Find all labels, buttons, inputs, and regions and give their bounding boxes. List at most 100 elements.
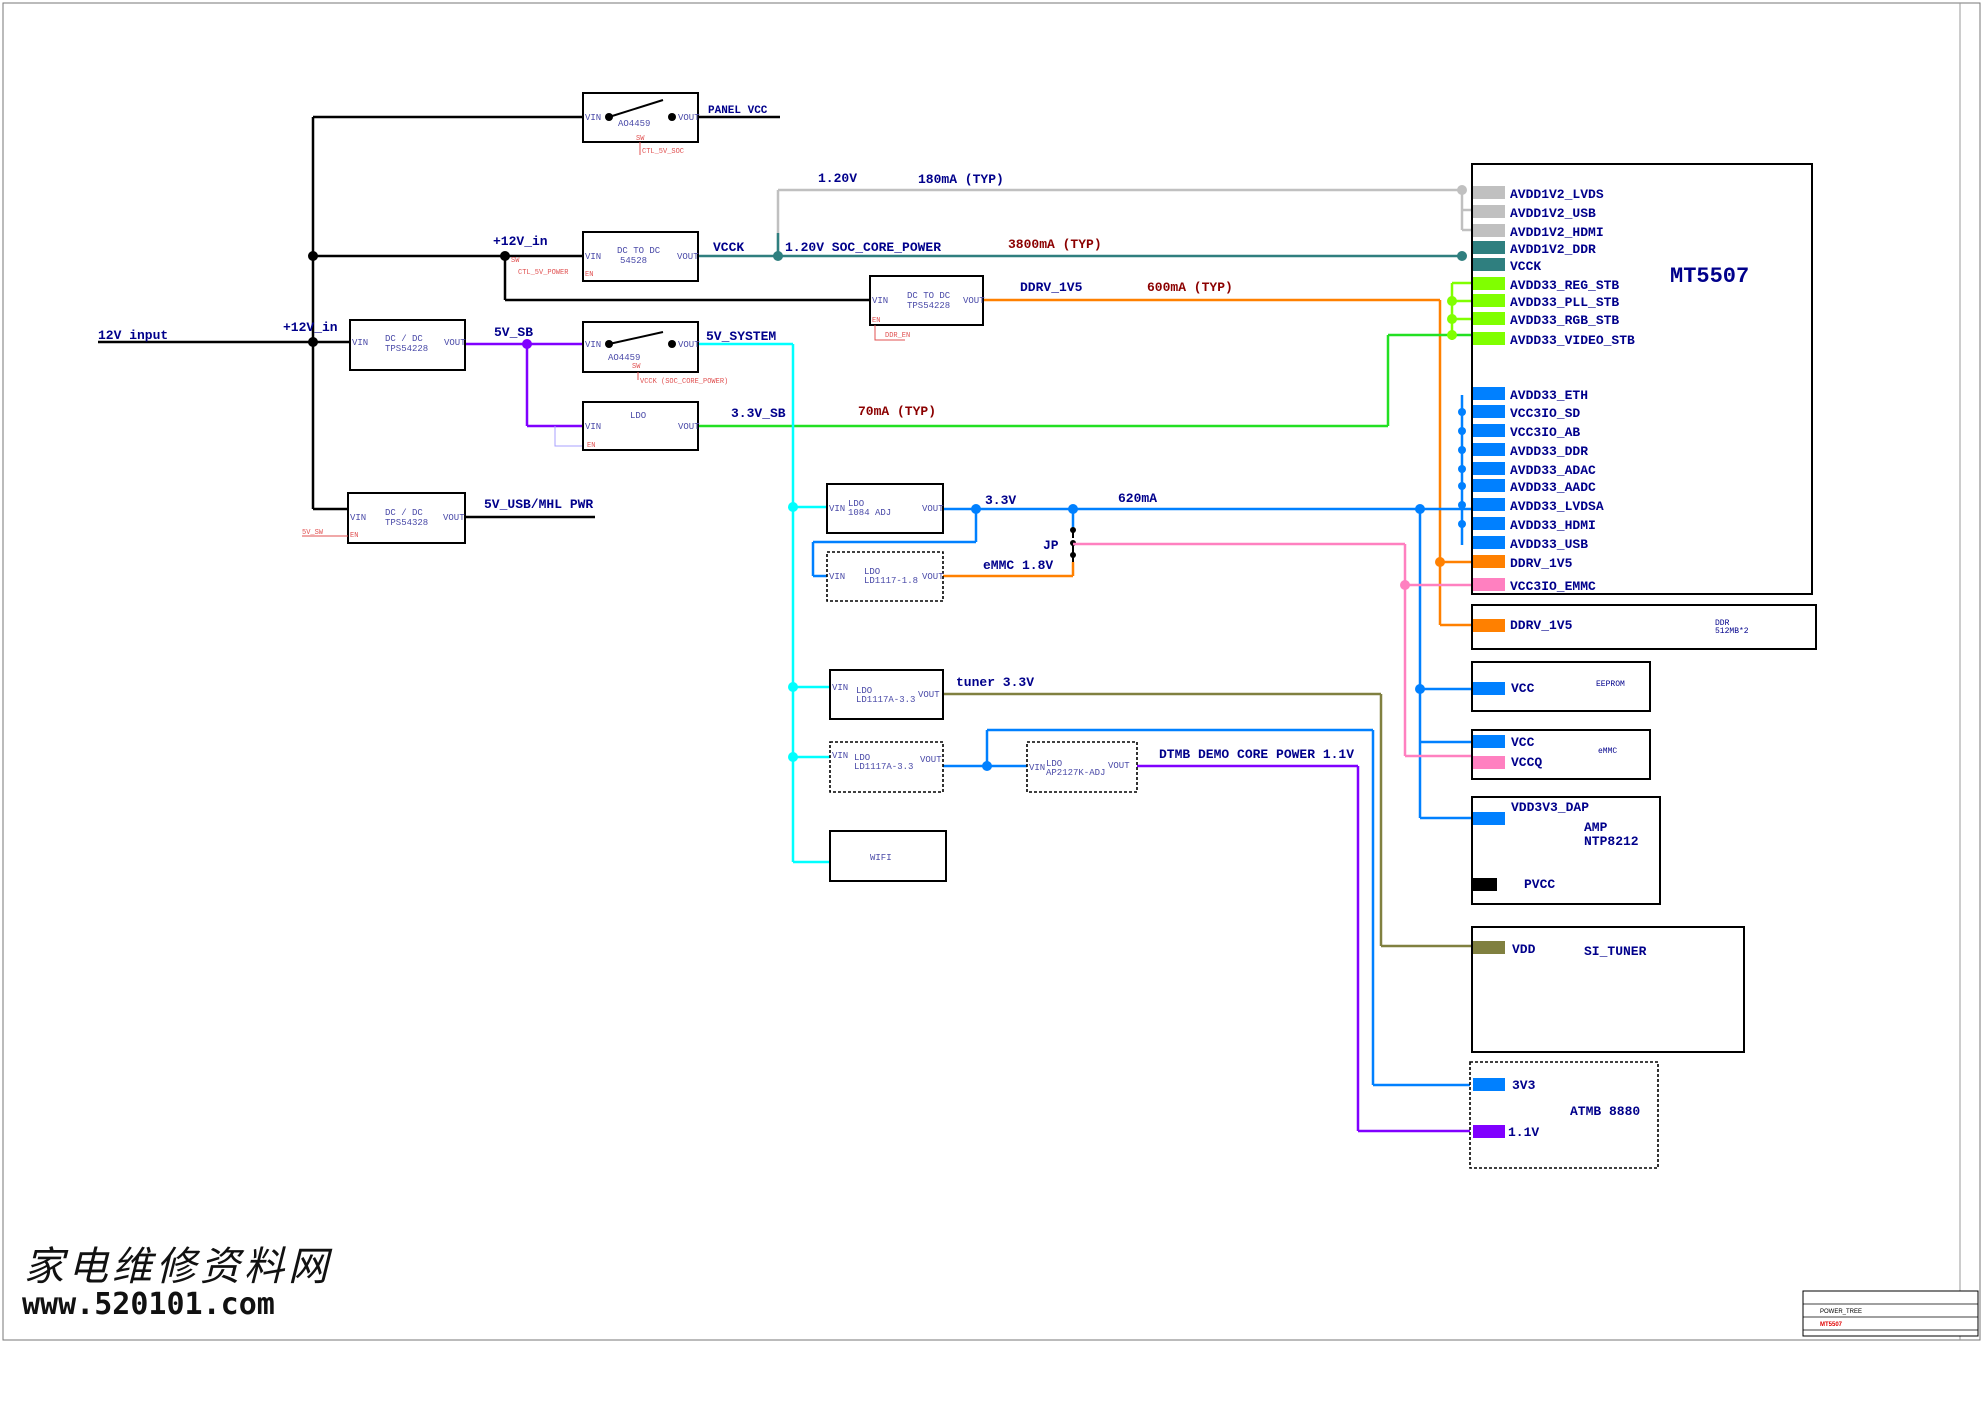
ctl-label: VCCK (SOC_CORE_POWER): [640, 378, 728, 386]
soc-pin-label: VCCK: [1510, 259, 1541, 274]
jp-label: JP: [1043, 538, 1059, 553]
box-title: LDO: [848, 499, 864, 509]
ddr-load: DDRV_1V5 DDR 512MB*2: [1471, 604, 1817, 650]
vin-pin: VIN: [352, 338, 368, 348]
ldo-3v3-sb: VIN VOUT LDO EN: [582, 401, 700, 451]
soc-pin-label: DDRV_1V5: [1510, 556, 1573, 571]
soc-pin-label: AVDD33_LVDSA: [1510, 499, 1604, 514]
vin-pin: VIN: [1029, 763, 1045, 773]
1v2-current: 180mA (TYP): [918, 172, 1004, 187]
en-pin: SW: [632, 363, 641, 371]
soc-pin-marker: [1473, 443, 1505, 456]
switch-5v-system: VIN VOUT AO4459 SW VCCK (SOC_CORE_POWER): [582, 321, 728, 386]
emmc-vccq-pin: VCCQ: [1511, 755, 1542, 770]
vout-pin: VOUT: [444, 338, 466, 348]
vout-pin: VOUT: [922, 504, 944, 514]
ddr-pin: DDRV_1V5: [1510, 618, 1573, 633]
emmc-vcc-pin: VCC: [1511, 735, 1535, 750]
vout-pin: VOUT: [922, 572, 944, 582]
5v-system-label: 5V_SYSTEM: [706, 329, 776, 344]
input-label: 12V input: [98, 328, 168, 343]
en-pin: EN: [585, 271, 593, 279]
wires-3v3sb: [698, 333, 1472, 428]
soc-pin-label: VCC3IO_AB: [1510, 425, 1580, 440]
sw-pin: SW: [511, 257, 520, 265]
dcdc-usb: VIN VOUT DC / DC TPS54328 EN 5V_SW: [302, 492, 466, 544]
ddr-label: DDRV_1V5: [1020, 280, 1083, 295]
atmb-load: 3V3 1.1V ATMB 8880: [1469, 1061, 1659, 1169]
amp-load: VDD3V3_DAP PVCC AMP NTP8212: [1471, 796, 1661, 905]
tuner-load: VDD SI_TUNER: [1471, 926, 1745, 1053]
vin-pin: VIN: [350, 513, 366, 523]
dcdc-core: VIN VOUT DC TO DC 54528 EN SW CTL_5V_POW…: [511, 231, 699, 282]
3v3-label: 3.3V: [985, 493, 1016, 508]
soc-pin-marker: [1473, 517, 1505, 530]
vout-pin: VOUT: [1108, 761, 1130, 771]
wires-12v: [98, 115, 870, 519]
1v2-label: 1.20V: [818, 171, 857, 186]
vout-pin: VOUT: [963, 296, 985, 306]
soc-pin-label: AVDD33_RGB_STB: [1510, 313, 1619, 328]
box-title: LDO: [1046, 759, 1062, 769]
dcdc-ddr: VIN VOUT DC TO DC TPS54228 EN DDR_EN: [869, 275, 985, 341]
atmb-3v3-pin: 3V3: [1512, 1078, 1536, 1093]
watermark: 家电维修资料网 www.520101.com: [22, 1244, 329, 1322]
soc-pin-marker: [1473, 258, 1505, 271]
sheet-border: [2, 2, 1981, 1341]
wires-emmc-io: [1073, 542, 1472, 758]
soc-pin-marker: [1473, 536, 1505, 549]
part-number: TPS54328: [385, 518, 428, 528]
amp-part: NTP8212: [1584, 834, 1639, 849]
soc-pin-marker: [1473, 205, 1505, 218]
wires-tuner: [943, 692, 1472, 948]
emmc-1v8-label: eMMC 1.8V: [983, 558, 1053, 573]
ldo-ap2127: VIN VOUT LDO AP2127K-ADJ: [1026, 741, 1138, 793]
part-number: 1084 ADJ: [848, 508, 891, 518]
part-number: LD1117A-3.3: [856, 695, 915, 705]
demo-core-label: DTMB DEMO CORE POWER 1.1V: [1159, 747, 1354, 762]
5v-usb-label: 5V_USB/MHL PWR: [484, 497, 593, 512]
soc-pin-marker: [1473, 405, 1505, 418]
soc-pin-marker: [1473, 241, 1505, 254]
atmb-name: ATMB 8880: [1570, 1104, 1640, 1119]
wires-5vsb: [465, 342, 583, 428]
ldo-demo: VIN VOUT LDO LD1117A-3.3: [829, 741, 944, 793]
eeprom-pin: VCC: [1511, 681, 1535, 696]
soc-name: MT5507: [1670, 264, 1749, 289]
wires-5v-system: [698, 342, 830, 864]
tuner-3v3-label: tuner 3.3V: [956, 675, 1034, 690]
core-current: 3800mA (TYP): [1008, 237, 1102, 252]
ldo-1084: VIN VOUT LDO 1084 ADJ: [826, 483, 944, 534]
box-title: DC TO DC: [617, 246, 661, 256]
wifi-module: WIFI: [829, 830, 947, 882]
atmb-1v1-pin: 1.1V: [1508, 1125, 1539, 1140]
emmc-load: VCC VCCQ eMMC: [1471, 729, 1651, 780]
box-title: LDO: [856, 686, 872, 696]
eeprom-load: VCC EEPROM: [1471, 661, 1651, 712]
title-block-project: MT5507: [1820, 1322, 1843, 1328]
soc-pin-marker: [1473, 555, 1505, 568]
soc-pin-label: VCC3IO_EMMC: [1510, 579, 1596, 594]
vout-pin: VOUT: [443, 513, 465, 523]
part-number: LD1117-1.8: [864, 576, 918, 586]
vcck-label: VCCK: [713, 240, 744, 255]
5v-sb-label: 5V_SB: [494, 325, 533, 340]
ctl-label: CTL_5V_SOC: [642, 148, 684, 156]
box-title: DC / DC: [385, 508, 423, 518]
part-number: AO4459: [608, 353, 640, 363]
soc-pin-marker: [1473, 479, 1505, 492]
en-label: 5V_SW: [302, 529, 324, 537]
title-block-title: POWER_TREE: [1820, 1309, 1862, 1315]
vin-pin: VIN: [585, 252, 601, 262]
soc-pin-label: AVDD1V2_USB: [1510, 206, 1596, 221]
part-number: TPS54228: [907, 301, 950, 311]
soc-pin-label: AVDD33_HDMI: [1510, 518, 1596, 533]
ddr-name: DDR: [1715, 619, 1730, 628]
amp-pvcc-pin: PVCC: [1524, 877, 1555, 892]
soc-pin-label: AVDD33_AADC: [1510, 480, 1596, 495]
ctl-label: DDR_EN: [885, 332, 910, 340]
soc-pin-marker: [1473, 578, 1505, 591]
soc-pin-marker: [1473, 224, 1505, 237]
soc-pin-marker: [1473, 332, 1505, 345]
soc-pin-label: AVDD33_PLL_STB: [1510, 295, 1619, 310]
